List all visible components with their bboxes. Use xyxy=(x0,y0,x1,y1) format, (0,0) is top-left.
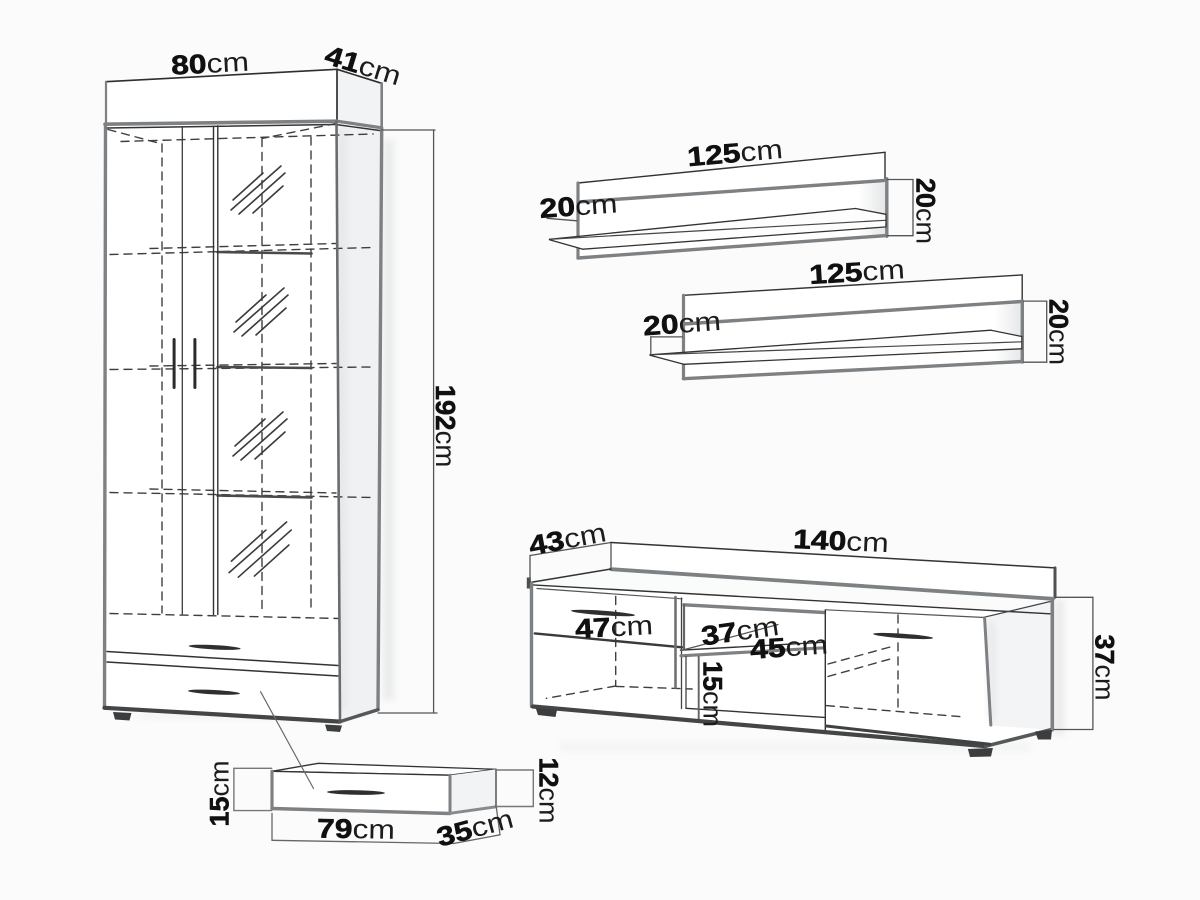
svg-text:20cm: 20cm xyxy=(539,188,619,224)
svg-text:15cm: 15cm xyxy=(205,760,235,826)
svg-text:12cm: 12cm xyxy=(534,757,564,823)
svg-text:79cm: 79cm xyxy=(317,813,395,845)
svg-text:80cm: 80cm xyxy=(170,46,249,80)
svg-text:43cm: 43cm xyxy=(526,517,608,561)
svg-text:125cm: 125cm xyxy=(686,134,784,172)
svg-text:20cm: 20cm xyxy=(1044,299,1074,365)
svg-text:125cm: 125cm xyxy=(808,254,905,290)
svg-text:47cm: 47cm xyxy=(574,610,653,644)
svg-text:37cm: 37cm xyxy=(699,611,780,652)
svg-text:45cm: 45cm xyxy=(749,629,829,665)
svg-text:15cm: 15cm xyxy=(698,661,728,727)
svg-text:192cm: 192cm xyxy=(431,385,462,468)
svg-text:140cm: 140cm xyxy=(793,524,890,558)
svg-text:20cm: 20cm xyxy=(642,306,722,342)
svg-text:37cm: 37cm xyxy=(1090,634,1120,700)
svg-text:20cm: 20cm xyxy=(911,178,941,244)
